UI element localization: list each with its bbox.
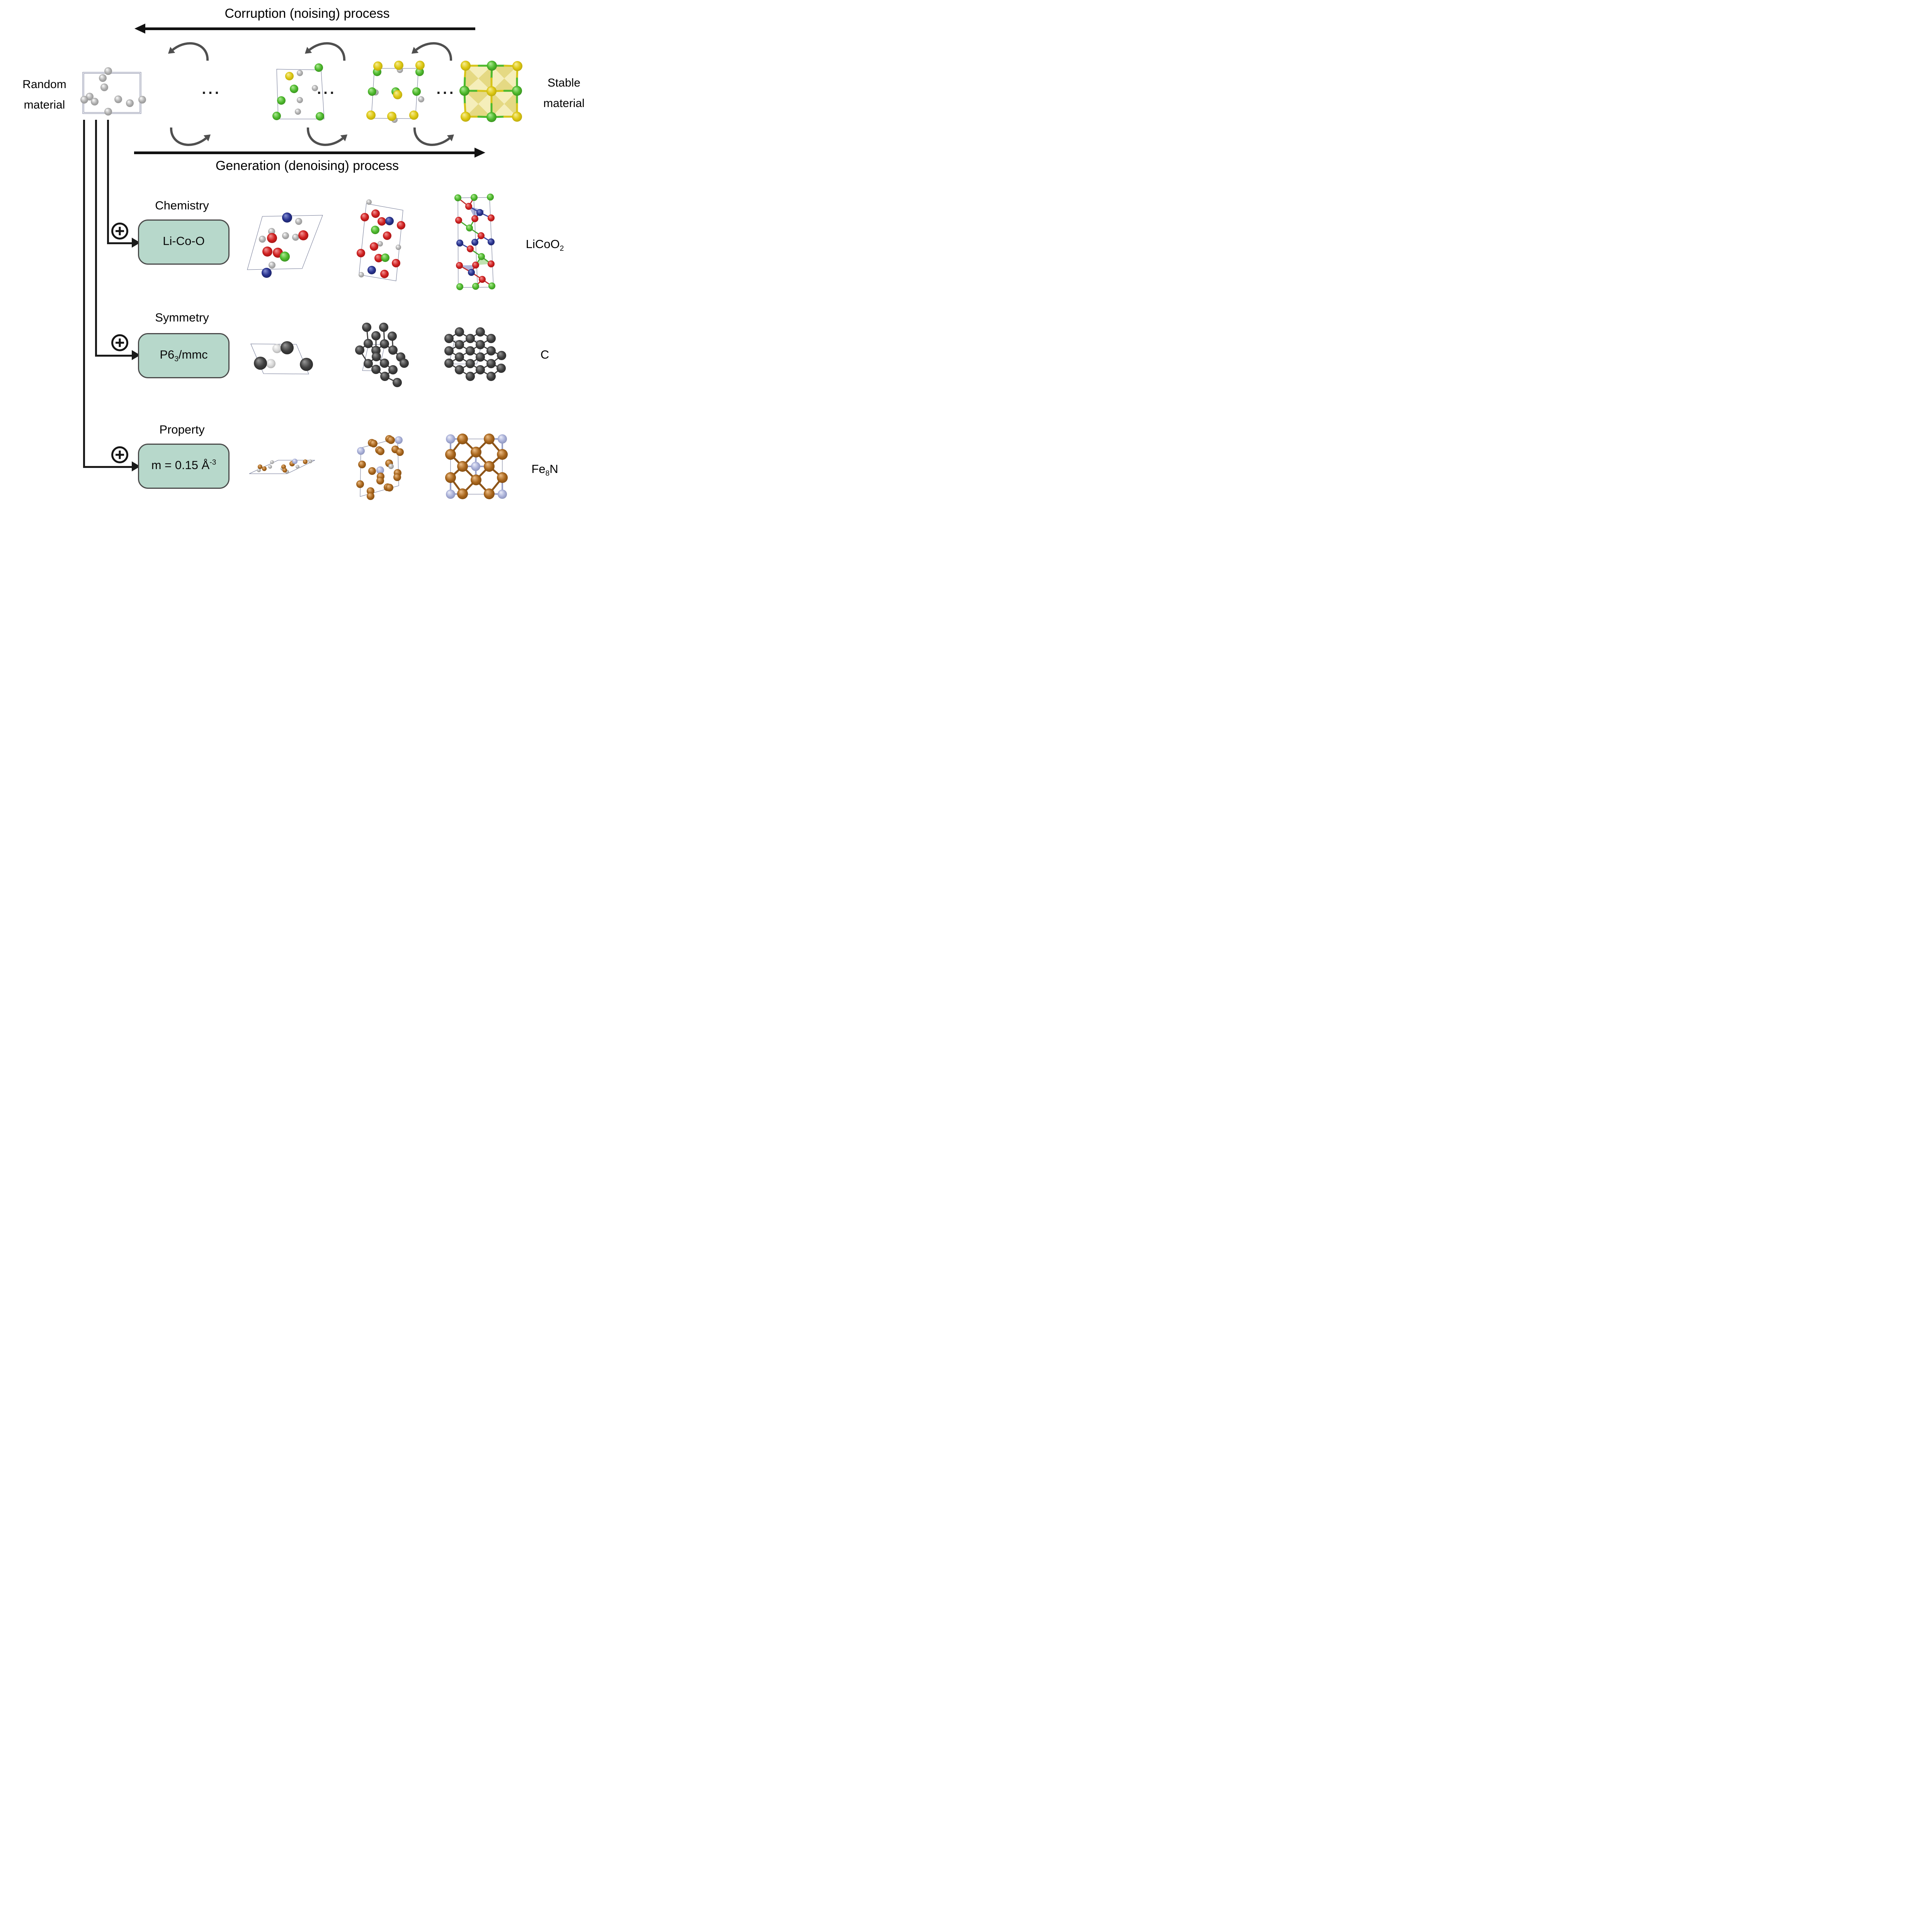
property-structure-2 xyxy=(356,435,404,500)
property-condition-box: m = 0.15 Å-3 xyxy=(138,444,230,489)
chemistry-structure-result xyxy=(454,194,495,290)
corruption-process-label: Corruption (noising) process xyxy=(224,6,390,21)
symmetry-result-label: C xyxy=(540,348,549,361)
noising-cycle-arrow-icon xyxy=(412,42,452,61)
chemistry-structure-1 xyxy=(247,213,323,278)
symmetry-structure-2 xyxy=(355,323,409,387)
stable-material-structure xyxy=(459,61,522,122)
plus-condition-icon xyxy=(111,334,128,351)
figure-canvas: Corruption (noising) process Generation … xyxy=(0,0,599,541)
denoising-cycle-arrow-icon xyxy=(170,127,211,146)
noising-cycle-arrow-icon xyxy=(305,42,346,61)
chemistry-condition-text: Li-Co-O xyxy=(163,234,205,248)
property-condition-text: m = 0.15 Å-3 xyxy=(151,458,216,472)
symmetry-structure-1 xyxy=(250,341,313,374)
random-material-label: Random material xyxy=(22,78,66,112)
chemistry-result-label: LiCoO2 xyxy=(526,237,564,253)
stable-material-label: Stable material xyxy=(543,77,585,110)
property-structure-1 xyxy=(249,459,315,474)
generation-arrow-head-icon xyxy=(474,148,485,158)
connector-symmetry xyxy=(95,120,133,357)
denoising-cycle-arrow-icon xyxy=(306,127,347,146)
row-title-symmetry: Symmetry xyxy=(155,311,209,324)
ellipsis: ··· xyxy=(436,85,456,101)
denoising-cycle-arrow-icon xyxy=(413,127,454,146)
plus-condition-icon xyxy=(111,223,128,240)
row-title-property: Property xyxy=(159,423,205,436)
corruption-arrow-line xyxy=(144,27,475,30)
chemistry-structure-2 xyxy=(357,199,405,281)
generation-process-label: Generation (denoising) process xyxy=(215,158,399,173)
intermediate-structure-1 xyxy=(272,63,325,121)
intermediate-structure-2 xyxy=(366,61,425,123)
connector-property xyxy=(83,120,133,468)
ellipsis: ··· xyxy=(317,85,337,101)
noising-cycle-arrow-icon xyxy=(168,42,209,61)
connector-chemistry xyxy=(107,120,133,244)
corruption-arrow-head-icon xyxy=(134,24,145,34)
generation-arrow-line xyxy=(134,151,475,154)
property-result-label: Fe8N xyxy=(531,462,558,478)
row-title-chemistry: Chemistry xyxy=(155,199,209,212)
random-material-structure xyxy=(80,67,146,116)
plus-condition-icon xyxy=(111,446,128,463)
property-structure-result xyxy=(445,434,508,499)
chemistry-condition-box: Li-Co-O xyxy=(138,219,230,265)
ellipsis: ··· xyxy=(202,85,221,101)
symmetry-condition-text: P63/mmc xyxy=(160,347,208,364)
symmetry-condition-box: P63/mmc xyxy=(138,333,230,378)
symmetry-structure-result xyxy=(444,327,506,381)
